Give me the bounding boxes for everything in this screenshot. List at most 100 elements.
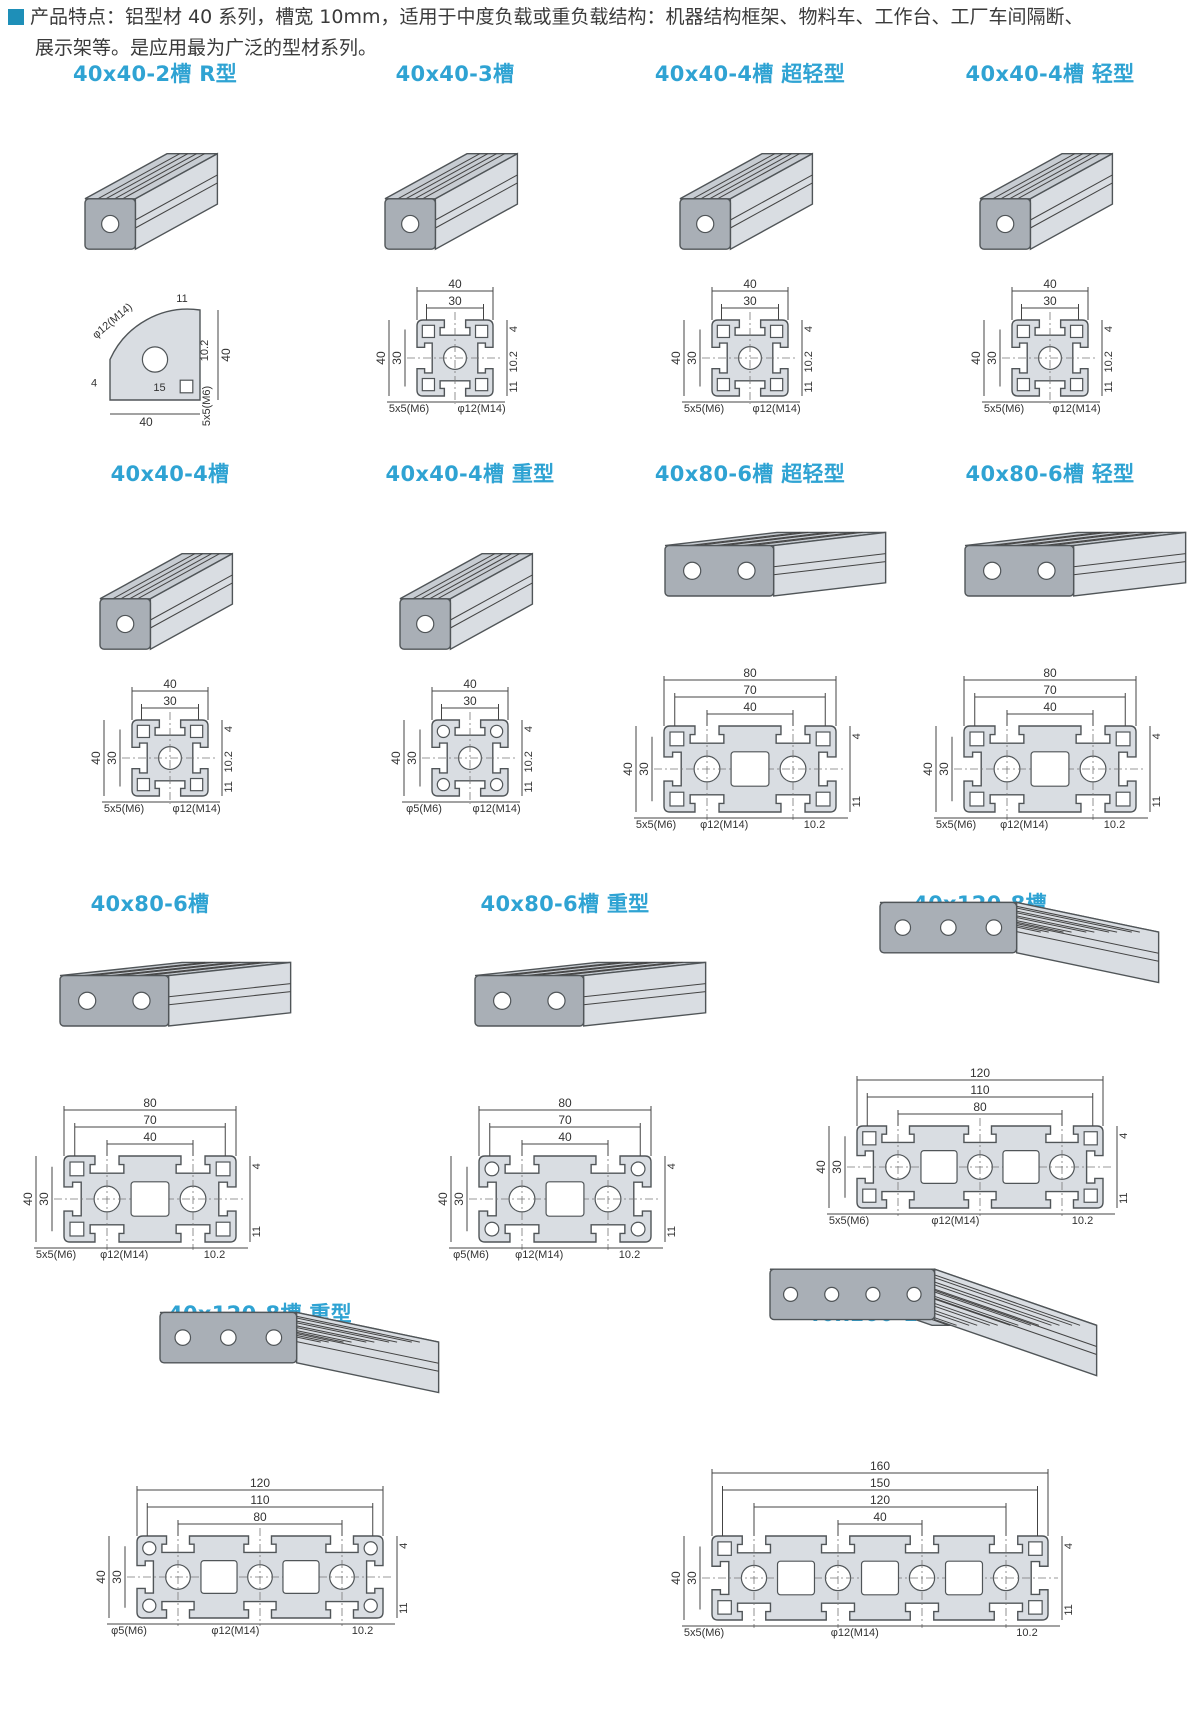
dimension-label: 120 <box>970 1066 990 1080</box>
slot-groove-line <box>709 153 792 200</box>
profile-3d-illustration <box>664 531 887 597</box>
center-bore <box>492 991 512 1010</box>
hollow-pocket <box>776 1560 816 1596</box>
slot-groove-line <box>917 1268 1081 1326</box>
slot-groove-line <box>145 961 268 977</box>
slot-groove-line <box>422 153 505 200</box>
slot-groove-line <box>429 553 512 600</box>
slot-groove-line <box>437 553 520 600</box>
center-bore <box>985 919 1003 936</box>
slot-groove-line <box>118 961 241 977</box>
dimension-label: 11 <box>1103 381 1115 392</box>
profile-end-face <box>59 974 170 1027</box>
slot-groove-line <box>412 553 496 600</box>
slot-groove-line <box>498 961 621 977</box>
corner-hole <box>421 324 436 339</box>
dimension-label: 4 <box>803 326 815 332</box>
slot-groove-line <box>450 574 533 621</box>
center-bore <box>116 614 135 634</box>
center-bore <box>682 561 702 580</box>
dimension-label: 10.2 <box>223 751 235 772</box>
slot-groove-line <box>435 182 518 229</box>
dimension-label: 80 <box>253 1510 267 1524</box>
slot-groove-line <box>1050 531 1163 547</box>
dimension-label: 40 <box>163 677 177 691</box>
dimension-label: 40 <box>969 351 983 365</box>
dimension-label: 11 <box>1118 1192 1130 1203</box>
corner-hole <box>716 377 731 392</box>
profile-3d-illustration <box>769 1268 1098 1377</box>
corner-hole <box>142 1541 157 1556</box>
bore-size-label: φ12(M14) <box>473 803 521 815</box>
dimension-label: 40 <box>814 1160 828 1174</box>
profile-end-face <box>474 974 585 1027</box>
corner-hole <box>716 324 731 339</box>
slot-groove-line <box>992 153 1076 200</box>
corner-hole <box>815 731 831 747</box>
profile-title: 40x40-2槽 R型 <box>72 62 238 86</box>
corner-hole <box>1028 1541 1043 1556</box>
dimension-label: 80 <box>743 666 757 680</box>
dimension-label: 80 <box>1043 666 1057 680</box>
dimension-label: 30 <box>390 351 404 365</box>
dimension-label: 10.2 <box>523 751 535 772</box>
corner-hole <box>669 731 685 747</box>
slot-groove-line <box>909 1268 1073 1326</box>
slot-groove-line <box>135 182 218 229</box>
corner-hole <box>484 1161 500 1177</box>
rib-thickness-label: 10.2 <box>204 1249 225 1261</box>
dimension-label: 11 <box>223 781 235 792</box>
bore-size-label: φ12(M14) <box>1053 403 1101 415</box>
profile-3d-view <box>979 152 1114 251</box>
dimension-label: 4 <box>1118 1133 1130 1139</box>
corner-hole <box>717 1600 732 1615</box>
profile-title: 40x80-6槽 <box>90 892 210 916</box>
slot-groove-line <box>150 582 233 629</box>
dimension-label: 80 <box>143 1096 157 1110</box>
corner-hole <box>69 1221 85 1237</box>
profile-3d-illustration <box>979 152 1114 251</box>
dimension-label: 11 <box>1151 796 1163 807</box>
slot-groove-line <box>137 553 220 600</box>
rib-thickness-label: 10.2 <box>619 1249 640 1261</box>
dimension-label: 40 <box>743 277 757 291</box>
slot-groove-line <box>525 961 648 977</box>
slot-groove-line <box>1017 153 1100 200</box>
center-bore <box>906 1286 922 1302</box>
slot-groove-line <box>296 1333 439 1364</box>
slot-groove-line <box>105 153 189 200</box>
slot-groove-line <box>97 153 181 200</box>
corner-hole <box>436 777 451 792</box>
dimension-label: 40 <box>139 415 153 429</box>
center-bore <box>982 561 1002 580</box>
center-bore <box>219 1329 237 1346</box>
profile-3d-illustration <box>159 1311 440 1394</box>
bore-size-label: φ12(M14) <box>173 803 221 815</box>
profile-end-face <box>769 1268 936 1321</box>
dimension-label: 30 <box>985 351 999 365</box>
dimension-label: 4 <box>666 1163 678 1169</box>
dimension-label: 40 <box>1043 277 1057 291</box>
corner-hole <box>436 724 451 739</box>
dimension-label: 70 <box>143 1113 157 1127</box>
dimension-label: 30 <box>637 762 651 776</box>
hollow-pocket <box>130 1181 170 1217</box>
bore-size-label: φ12(M14) <box>831 1627 879 1639</box>
corner-hole <box>862 1188 877 1203</box>
slot-groove-line <box>750 531 863 547</box>
slot-size-label: 5x5(M6) <box>389 403 429 415</box>
slot-groove-line <box>533 961 656 977</box>
corner-hole <box>630 1221 646 1237</box>
dimension-label: 120 <box>250 1476 270 1490</box>
slot-groove-line <box>110 961 233 977</box>
dimension-label: 4 <box>251 1163 263 1169</box>
slot-groove-line <box>1042 531 1155 547</box>
dimension-label: 11 <box>523 781 535 792</box>
dimension-label: 30 <box>452 1192 466 1206</box>
